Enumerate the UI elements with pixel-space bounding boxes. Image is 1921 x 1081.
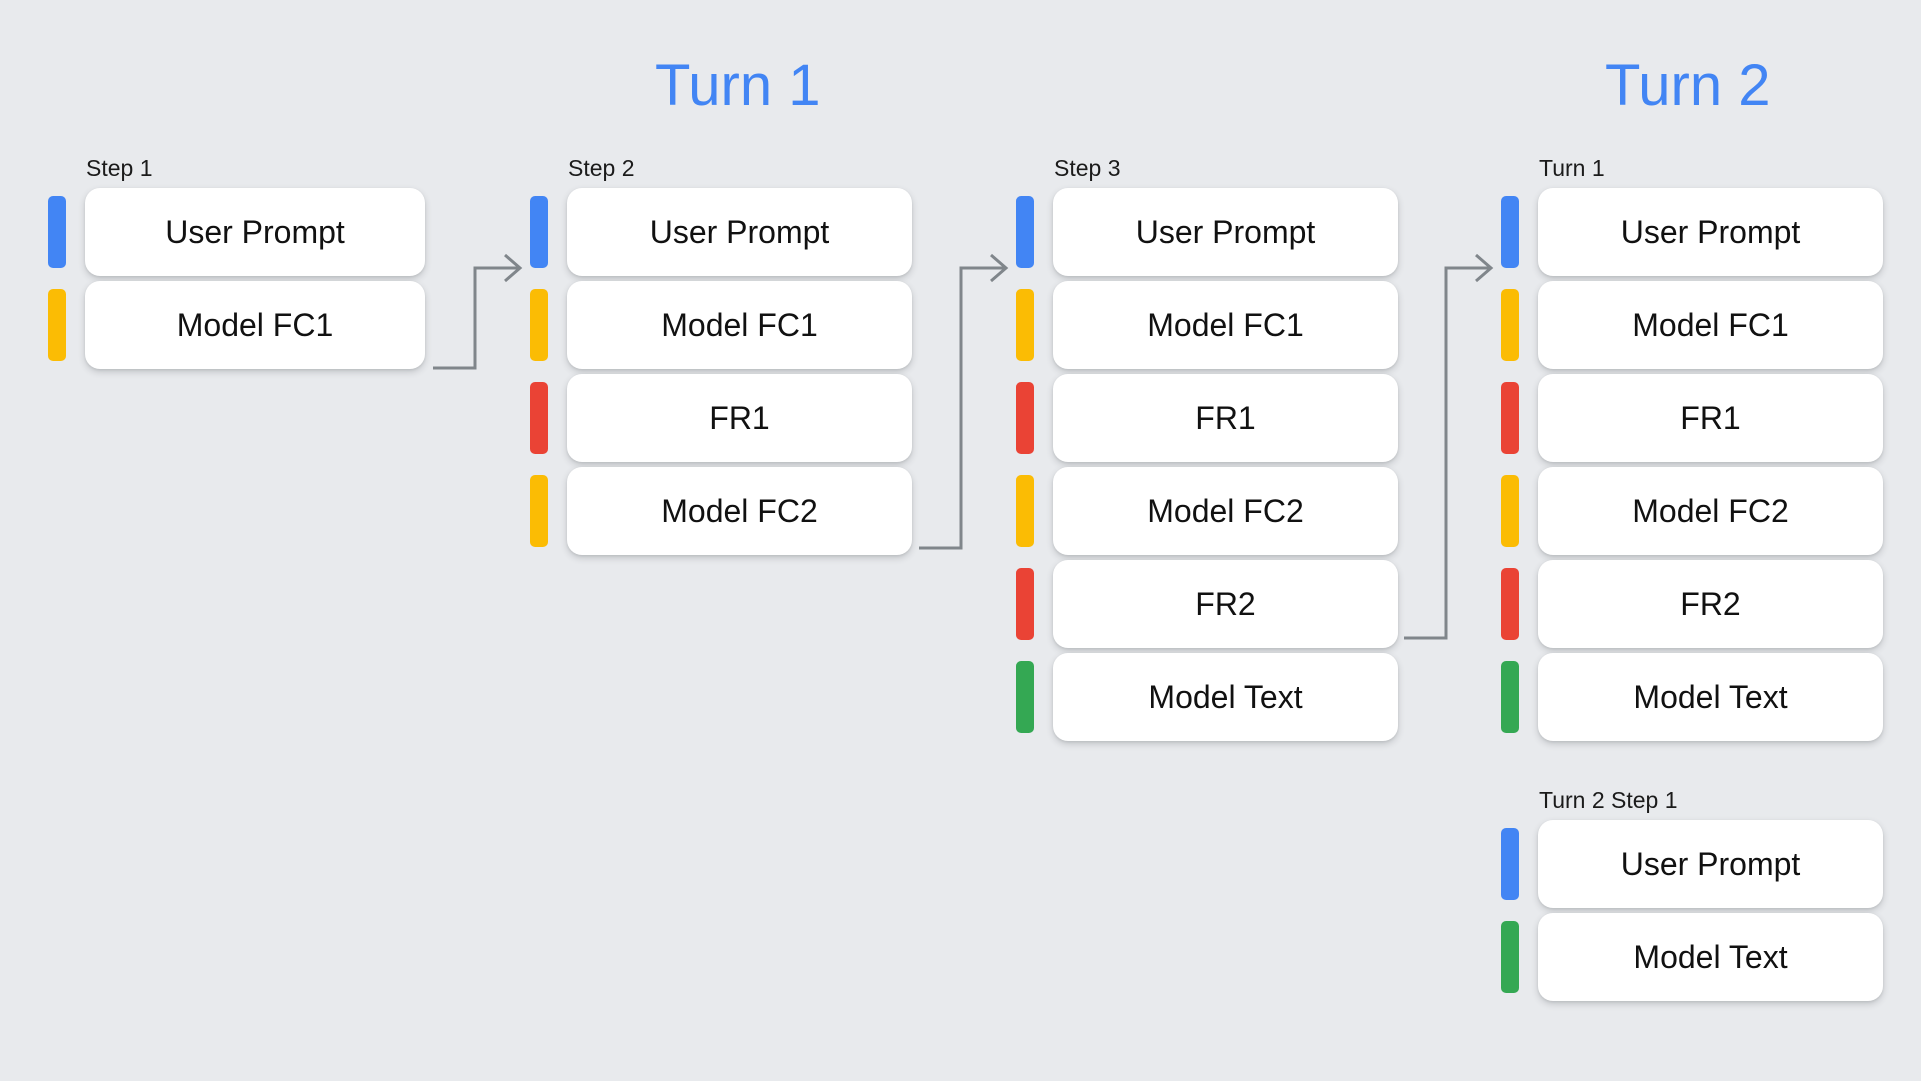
- message-card[interactable]: Model FC1: [1053, 281, 1398, 369]
- column-label-step-3: Step 3: [1054, 155, 1121, 181]
- message-card-label: FR1: [1680, 400, 1741, 436]
- message-card-label: Model FC1: [1632, 307, 1789, 343]
- list-item[interactable]: User Prompt: [1016, 188, 1398, 276]
- color-bar-blue: [1016, 196, 1034, 268]
- color-bar-yellow: [530, 475, 548, 547]
- column-label-step-2: Step 2: [568, 155, 635, 181]
- message-card[interactable]: Model FC2: [1538, 467, 1883, 555]
- color-bar-yellow: [1501, 475, 1519, 547]
- color-bar-yellow: [1501, 289, 1519, 361]
- list-item[interactable]: User Prompt: [1501, 188, 1883, 276]
- list-item[interactable]: Model FC1: [48, 281, 425, 369]
- message-card-label: Model Text: [1633, 939, 1788, 975]
- color-bar-blue: [530, 196, 548, 268]
- message-card[interactable]: Model FC1: [1538, 281, 1883, 369]
- list-item[interactable]: Model FC2: [1016, 467, 1398, 555]
- list-item[interactable]: FR1: [1501, 374, 1883, 462]
- message-card[interactable]: Model Text: [1538, 653, 1883, 741]
- color-bar-red: [1016, 568, 1034, 640]
- message-card-label: Model FC2: [661, 493, 818, 529]
- color-bar-blue: [1501, 196, 1519, 268]
- color-bar-yellow: [48, 289, 66, 361]
- message-card[interactable]: FR1: [1053, 374, 1398, 462]
- color-bar-blue: [48, 196, 66, 268]
- column-label-turn2-step-1: Turn 2 Step 1: [1539, 787, 1678, 813]
- column-label-turn2-turn-1: Turn 1: [1539, 155, 1605, 181]
- message-card-label: Model FC1: [661, 307, 818, 343]
- list-item[interactable]: Model FC1: [1016, 281, 1398, 369]
- column-label-step-1: Step 1: [86, 155, 153, 181]
- color-bar-green: [1016, 661, 1034, 733]
- message-card-label: User Prompt: [1620, 214, 1801, 250]
- list-item[interactable]: Model Text: [1501, 913, 1883, 1001]
- list-item[interactable]: Model FC1: [530, 281, 912, 369]
- color-bar-green: [1501, 661, 1519, 733]
- message-card-label: FR1: [1195, 400, 1256, 436]
- color-bar-yellow: [1016, 289, 1034, 361]
- message-card-label: User Prompt: [1135, 214, 1316, 250]
- color-bar-red: [1501, 568, 1519, 640]
- color-bar-red: [1501, 382, 1519, 454]
- message-card-label: FR1: [709, 400, 770, 436]
- list-item[interactable]: Model FC2: [530, 467, 912, 555]
- message-card-label: Model FC2: [1147, 493, 1304, 529]
- message-card[interactable]: User Prompt: [1538, 820, 1883, 908]
- list-item[interactable]: FR2: [1016, 560, 1398, 648]
- color-bar-yellow: [1016, 475, 1034, 547]
- color-bar-red: [1016, 382, 1034, 454]
- message-card[interactable]: FR2: [1053, 560, 1398, 648]
- list-item[interactable]: User Prompt: [1501, 820, 1883, 908]
- turn-1-title: Turn 1: [655, 53, 821, 118]
- message-card[interactable]: Model FC1: [567, 281, 912, 369]
- color-bar-green: [1501, 921, 1519, 993]
- message-card-label: User Prompt: [165, 214, 345, 250]
- message-card[interactable]: Model FC1: [85, 281, 425, 369]
- message-card[interactable]: FR1: [1538, 374, 1883, 462]
- connector-step3-to-turn2: [1404, 253, 1494, 640]
- message-card[interactable]: User Prompt: [567, 188, 912, 276]
- message-card[interactable]: Model FC2: [567, 467, 912, 555]
- list-item[interactable]: Model Text: [1016, 653, 1398, 741]
- color-bar-red: [530, 382, 548, 454]
- message-card[interactable]: FR2: [1538, 560, 1883, 648]
- connector-step2-to-step3: [919, 253, 1009, 550]
- message-card[interactable]: User Prompt: [85, 188, 425, 276]
- list-item[interactable]: FR1: [1016, 374, 1398, 462]
- color-bar-yellow: [530, 289, 548, 361]
- list-item[interactable]: User Prompt: [48, 188, 425, 276]
- list-item[interactable]: Model FC1: [1501, 281, 1883, 369]
- message-card[interactable]: Model FC2: [1053, 467, 1398, 555]
- message-card-label: Model Text: [1633, 679, 1788, 715]
- list-item[interactable]: Model FC2: [1501, 467, 1883, 555]
- message-card-label: User Prompt: [1620, 846, 1801, 882]
- message-card-label: Model Text: [1148, 679, 1303, 715]
- list-item[interactable]: FR2: [1501, 560, 1883, 648]
- message-card-label: FR2: [1680, 586, 1741, 622]
- message-card[interactable]: User Prompt: [1053, 188, 1398, 276]
- message-card-label: FR2: [1195, 586, 1256, 622]
- color-bar-blue: [1501, 828, 1519, 900]
- message-card-label: Model FC1: [176, 307, 334, 343]
- turn-2-title: Turn 2: [1605, 53, 1771, 118]
- list-item[interactable]: Model Text: [1501, 653, 1883, 741]
- message-card[interactable]: Model Text: [1053, 653, 1398, 741]
- message-card-label: Model FC1: [1147, 307, 1304, 343]
- message-card[interactable]: FR1: [567, 374, 912, 462]
- list-item[interactable]: FR1: [530, 374, 912, 462]
- list-item[interactable]: User Prompt: [530, 188, 912, 276]
- connector-step1-to-step2: [433, 253, 523, 370]
- message-card-label: User Prompt: [649, 214, 830, 250]
- message-card[interactable]: Model Text: [1538, 913, 1883, 1001]
- message-card[interactable]: User Prompt: [1538, 188, 1883, 276]
- message-card-label: Model FC2: [1632, 493, 1789, 529]
